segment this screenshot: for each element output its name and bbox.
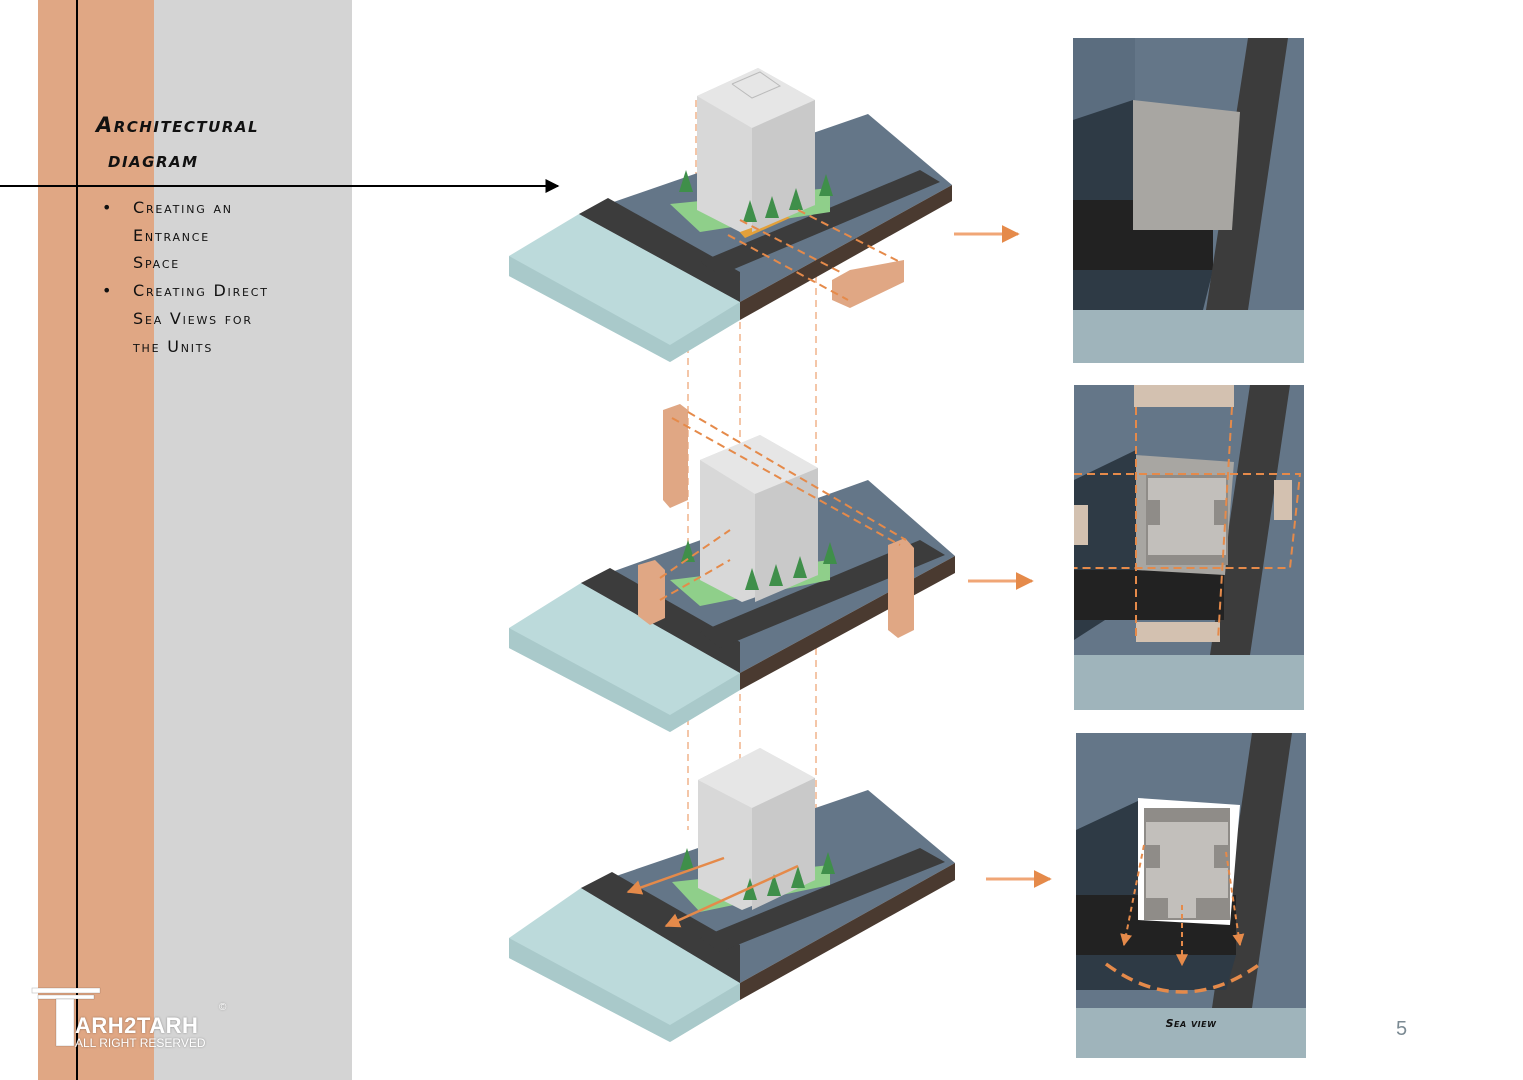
page-title: Architectural diagram bbox=[96, 108, 259, 178]
page-title-line-2: diagram bbox=[108, 148, 199, 172]
plan-view-circulation bbox=[1074, 385, 1304, 710]
page-number: 5 bbox=[1396, 1018, 1408, 1040]
bullet-line: Creating an bbox=[133, 198, 233, 217]
bullet-item-entrance: Creating an Entrance Space bbox=[102, 194, 343, 277]
sea-view-label: Sea view bbox=[1165, 1017, 1217, 1030]
logo-mark bbox=[31, 987, 101, 1047]
sidebar-orange-band bbox=[38, 0, 154, 1080]
page-title-line-1: Architectural bbox=[96, 113, 260, 137]
bullet-line: Creating Direct bbox=[133, 281, 269, 301]
bullet-line: Space bbox=[133, 253, 181, 273]
bullet-line: the Units bbox=[133, 336, 214, 356]
bullet-list: Creating an Entrance Space Creating Dire… bbox=[102, 194, 343, 360]
iso-model-entrance bbox=[509, 68, 952, 362]
bullet-line: Entrance bbox=[133, 225, 211, 245]
plan-view-entrance bbox=[1073, 38, 1304, 363]
logo-copyright: © bbox=[219, 1002, 227, 1013]
bullet-item-sea-views: Creating Direct Sea Views for the Units bbox=[102, 277, 343, 360]
plan-view-sea-views bbox=[1076, 733, 1306, 1058]
iso-model-sea-views bbox=[509, 748, 955, 1042]
sidebar-gray-band bbox=[154, 0, 352, 1080]
iso-model-circulation bbox=[509, 404, 955, 732]
logo-tagline: ALL RIGHT RESERVED bbox=[75, 1036, 206, 1050]
vertical-rule bbox=[76, 0, 78, 1080]
logo-brand: ARH2TARH bbox=[75, 1013, 199, 1038]
bullet-line: Sea Views for bbox=[133, 308, 253, 328]
